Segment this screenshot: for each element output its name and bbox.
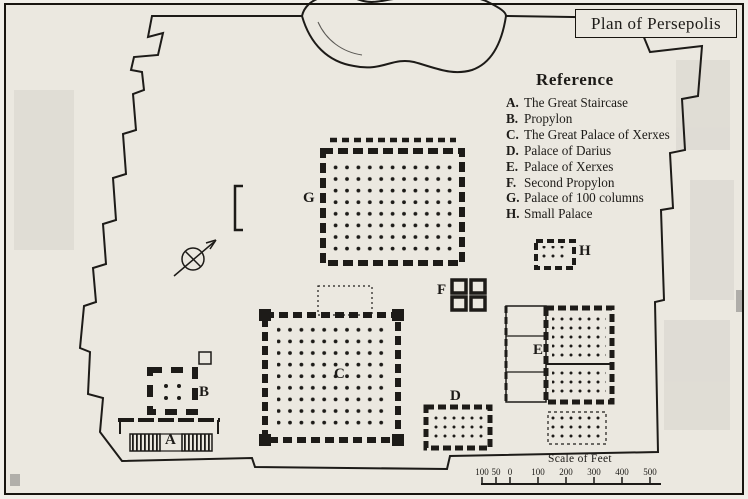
map-label-b: B [199, 384, 210, 400]
reference-letter: H. [506, 206, 520, 222]
reference-item-f: F. Second Propylon [506, 175, 734, 191]
great-staircase [118, 418, 220, 452]
reference-item-g: G. Palace of 100 columns [506, 190, 734, 206]
palace-of-xerxes [504, 305, 615, 445]
reference-label: Small Palace [524, 206, 593, 222]
map-label-a: A [165, 432, 176, 448]
reference-item-c: C. The Great Palace of Xerxes [506, 127, 734, 143]
scale-tick-label: 200 [559, 467, 573, 477]
edge-smudge [736, 290, 742, 312]
scale-caption: Scale of Feet [548, 453, 612, 465]
dotted-forecourt [317, 285, 373, 316]
map-label-f: F [437, 282, 447, 298]
great-palace-of-xerxes [259, 285, 404, 446]
reference-item-b: B. Propylon [506, 111, 734, 127]
reference-letter: D. [506, 142, 519, 158]
propylon [147, 351, 212, 415]
small-palace [534, 239, 576, 270]
map-label-h: H [579, 243, 591, 259]
reference-letter: C. [506, 126, 519, 142]
reference-letter: G. [506, 190, 520, 206]
south-portico [547, 411, 607, 445]
palace-of-100-columns [233, 137, 465, 266]
scale-tick-label: 400 [615, 467, 629, 477]
palace-of-darius [423, 404, 493, 451]
scale-tick-label: 0 [507, 467, 513, 477]
reference-item-h: H. Small Palace [506, 206, 734, 222]
north-arrow-icon [173, 239, 217, 277]
west-gate-wall [233, 184, 243, 232]
map-label-e: E [533, 342, 544, 358]
map-label-d: D [450, 388, 461, 404]
second-propylon [450, 278, 487, 312]
reference-item-e: E. Palace of Xerxes [506, 159, 734, 175]
reference-label: Propylon [524, 110, 573, 126]
reference-label: The Great Staircase [524, 95, 628, 110]
scale-tick-label: 300 [587, 467, 601, 477]
map-label-c: C [334, 366, 345, 382]
scale-bar [481, 477, 661, 485]
reference-letter: F. [506, 174, 517, 190]
reference-heading: Reference [536, 70, 614, 89]
mound-upper-outline [301, 0, 507, 17]
reference-letter: A. [506, 95, 519, 110]
scale-tick-label: 500 [643, 467, 657, 477]
plate-title: Plan of Persepolis [591, 13, 721, 33]
scale-tick-label: 100 [475, 467, 489, 477]
reference-label: Palace of Darius [524, 142, 612, 158]
reference-item-d: D. Palace of Darius [506, 143, 734, 159]
reference-letter: E. [506, 158, 519, 174]
reference-label: The Great Palace of Xerxes [524, 126, 670, 142]
reference-item-a: A. The Great Staircase [506, 95, 734, 111]
scale-tick-label: 100 [531, 467, 545, 477]
reference-label: Second Propylon [524, 174, 615, 190]
reference-letter: B. [506, 110, 519, 126]
reference-label: Palace of Xerxes [524, 158, 614, 174]
map-label-g: G [303, 190, 315, 206]
reference-legend: Reference A. The Great Staircase B. Prop… [506, 70, 734, 222]
reference-label: Palace of 100 columns [524, 190, 644, 206]
plate-title-box: Plan of Persepolis [575, 9, 737, 38]
scale-tick-label: 50 [491, 467, 501, 477]
mound-texture [317, 21, 363, 56]
page-bleedthrough [14, 60, 734, 430]
corner-smudge [10, 474, 20, 486]
terrace-outline [78, 0, 704, 471]
